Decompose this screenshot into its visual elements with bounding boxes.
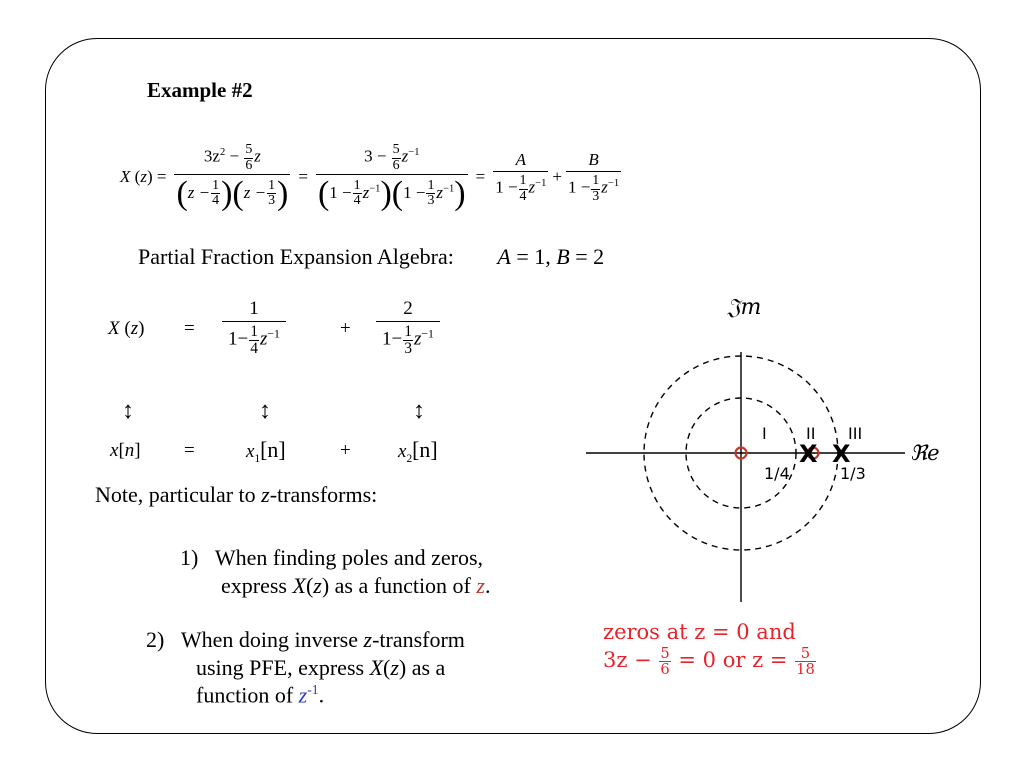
outer-circle xyxy=(643,355,839,551)
pole-zero-plot: X X 𝔍m ℜe I II III 1/4 1/3 xyxy=(586,295,940,602)
imag-axis-label: 𝔍m xyxy=(726,295,761,320)
x1n-term: x1[n] xyxy=(246,438,286,465)
updown-arrow-icon: ↕ xyxy=(122,398,134,424)
updown-arrow-icon: ↕ xyxy=(259,398,271,424)
pfe-label: Partial Fraction Expansion Algebra: xyxy=(138,244,454,269)
x2n-term: x2[n] xyxy=(398,438,438,465)
zero-at-5-18 xyxy=(806,446,820,460)
eq2-equals: = xyxy=(184,318,195,339)
slide-title: Example #2 xyxy=(147,78,253,102)
inner-circle xyxy=(685,397,797,509)
pfe-values: A = 1, B = 2 xyxy=(497,244,605,269)
eq2-lhs: X (z) xyxy=(108,318,145,339)
note-item-2: 2) When doing inverse z-transform using … xyxy=(146,627,465,708)
pole-at-quarter: X xyxy=(799,440,818,468)
slide-frame xyxy=(45,38,981,734)
xn-lhs: x[n] xyxy=(110,440,141,461)
region-i-label: I xyxy=(762,424,767,443)
pole-at-third: X xyxy=(832,440,851,468)
xn-plus: + xyxy=(340,440,351,461)
note-heading: Note, particular to z-transforms: xyxy=(95,482,378,507)
region-ii-label: II xyxy=(806,424,815,443)
tick-label-quarter: 1/4 xyxy=(764,464,790,483)
zeros-note-line-1: zeros at z = 0 and xyxy=(603,620,796,644)
pfe-result-line: Partial Fraction Expansion Algebra: A = … xyxy=(138,244,604,270)
updown-arrow-icon: ↕ xyxy=(413,398,425,424)
zero-at-origin xyxy=(734,446,748,460)
region-iii-label: III xyxy=(848,424,862,443)
eq1-lhs: X (z) = xyxy=(120,167,167,186)
xn-equals: = xyxy=(184,440,195,461)
eq2-plus: + xyxy=(340,318,351,339)
real-axis-label: ℜe xyxy=(910,441,940,465)
tick-label-third: 1/3 xyxy=(840,464,866,483)
note-item-1: 1) When finding poles and zeros, express… xyxy=(180,545,491,598)
